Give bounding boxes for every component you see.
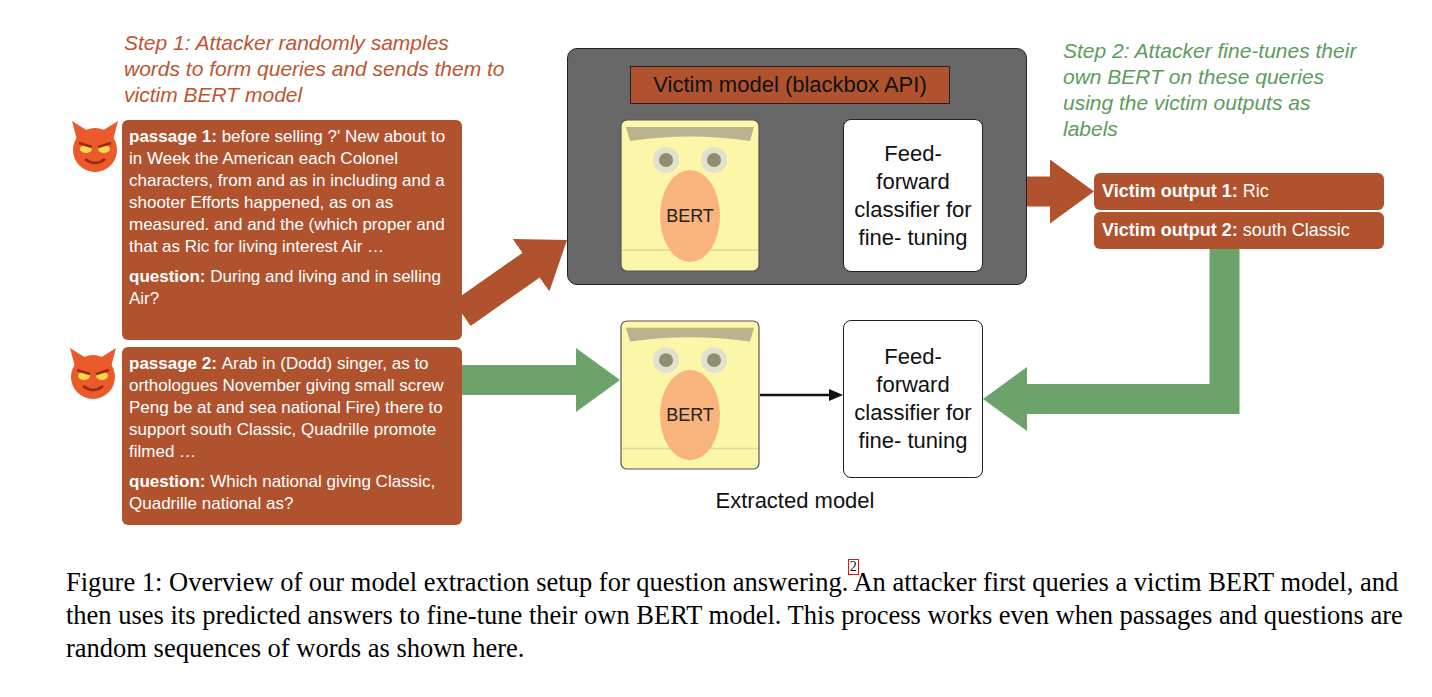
classifier-box: Feed- forward classifier for fine- tunin… [843, 119, 983, 272]
attacker-icon [72, 121, 118, 172]
query-box: passage 1:before selling ?' New about to… [122, 120, 462, 340]
text-paragraph: question:Which national giving Classic, … [129, 471, 454, 515]
classifier-label: Feed- forward classifier for fine- tunin… [854, 140, 972, 252]
text-paragraph: passage 1:before selling ?' New about to… [129, 126, 454, 258]
step-note: Step 1: Attacker randomly samples words … [124, 30, 509, 108]
classifier-box: Feed- forward classifier for fine- tunin… [843, 320, 983, 478]
step-note: Step 2: Attacker fine-tunes their own BE… [1063, 38, 1363, 142]
text-paragraph: Victim output 2:south Classic [1102, 212, 1376, 249]
bert-face [620, 119, 760, 272]
flow-arrow [1027, 177, 1051, 207]
field-text: Ric [1243, 181, 1269, 201]
panel-title: Victim model (blackbox API) [630, 66, 950, 104]
attacker-icon [70, 348, 116, 399]
victim-model-panel: Victim model (blackbox API) BERT Feed- for… [567, 48, 1027, 285]
victim-output-box: Victim output 2:south Classic [1094, 212, 1384, 249]
bert-face [621, 120, 759, 271]
attacker-icon [72, 121, 118, 172]
field-text: before selling ?' New about to in Week t… [129, 127, 445, 256]
field-heading: question: [129, 267, 206, 286]
field-heading: Victim output 1: [1102, 181, 1238, 201]
field-text: south Classic [1243, 220, 1350, 240]
query-box: passage 2:Arab in (Dodd) singer, as to o… [122, 347, 462, 525]
attacker-icon [70, 348, 116, 399]
text-paragraph: passage 2:Arab in (Dodd) singer, as to o… [129, 353, 454, 463]
field-heading: passage 1: [129, 127, 217, 146]
figure-caption: Figure 1: Overview of our model extracti… [66, 566, 1416, 665]
flow-arrow [1026, 249, 1225, 399]
bert-face [621, 321, 759, 469]
field-heading: Victim output 2: [1102, 220, 1238, 240]
connector-arrow [760, 394, 830, 397]
classifier-label: Feed- forward classifier for fine- tunin… [854, 343, 972, 455]
field-heading: passage 2: [129, 354, 217, 373]
flow-arrow [462, 265, 532, 314]
model-name: BERT [620, 205, 760, 227]
bert-model-box: BERT [620, 119, 760, 272]
bert-face [620, 320, 760, 470]
bert-model-box: BERT [620, 320, 760, 470]
field-heading: question: [129, 472, 206, 491]
model-name: Extracted model [560, 488, 1030, 514]
text-paragraph: question:During and living and in sellin… [129, 266, 454, 310]
flow-arrow [462, 365, 577, 395]
text-paragraph: Victim output 1:Ric [1102, 173, 1376, 210]
model-name: BERT [620, 404, 760, 426]
victim-output-box: Victim output 1:Ric [1094, 173, 1384, 210]
